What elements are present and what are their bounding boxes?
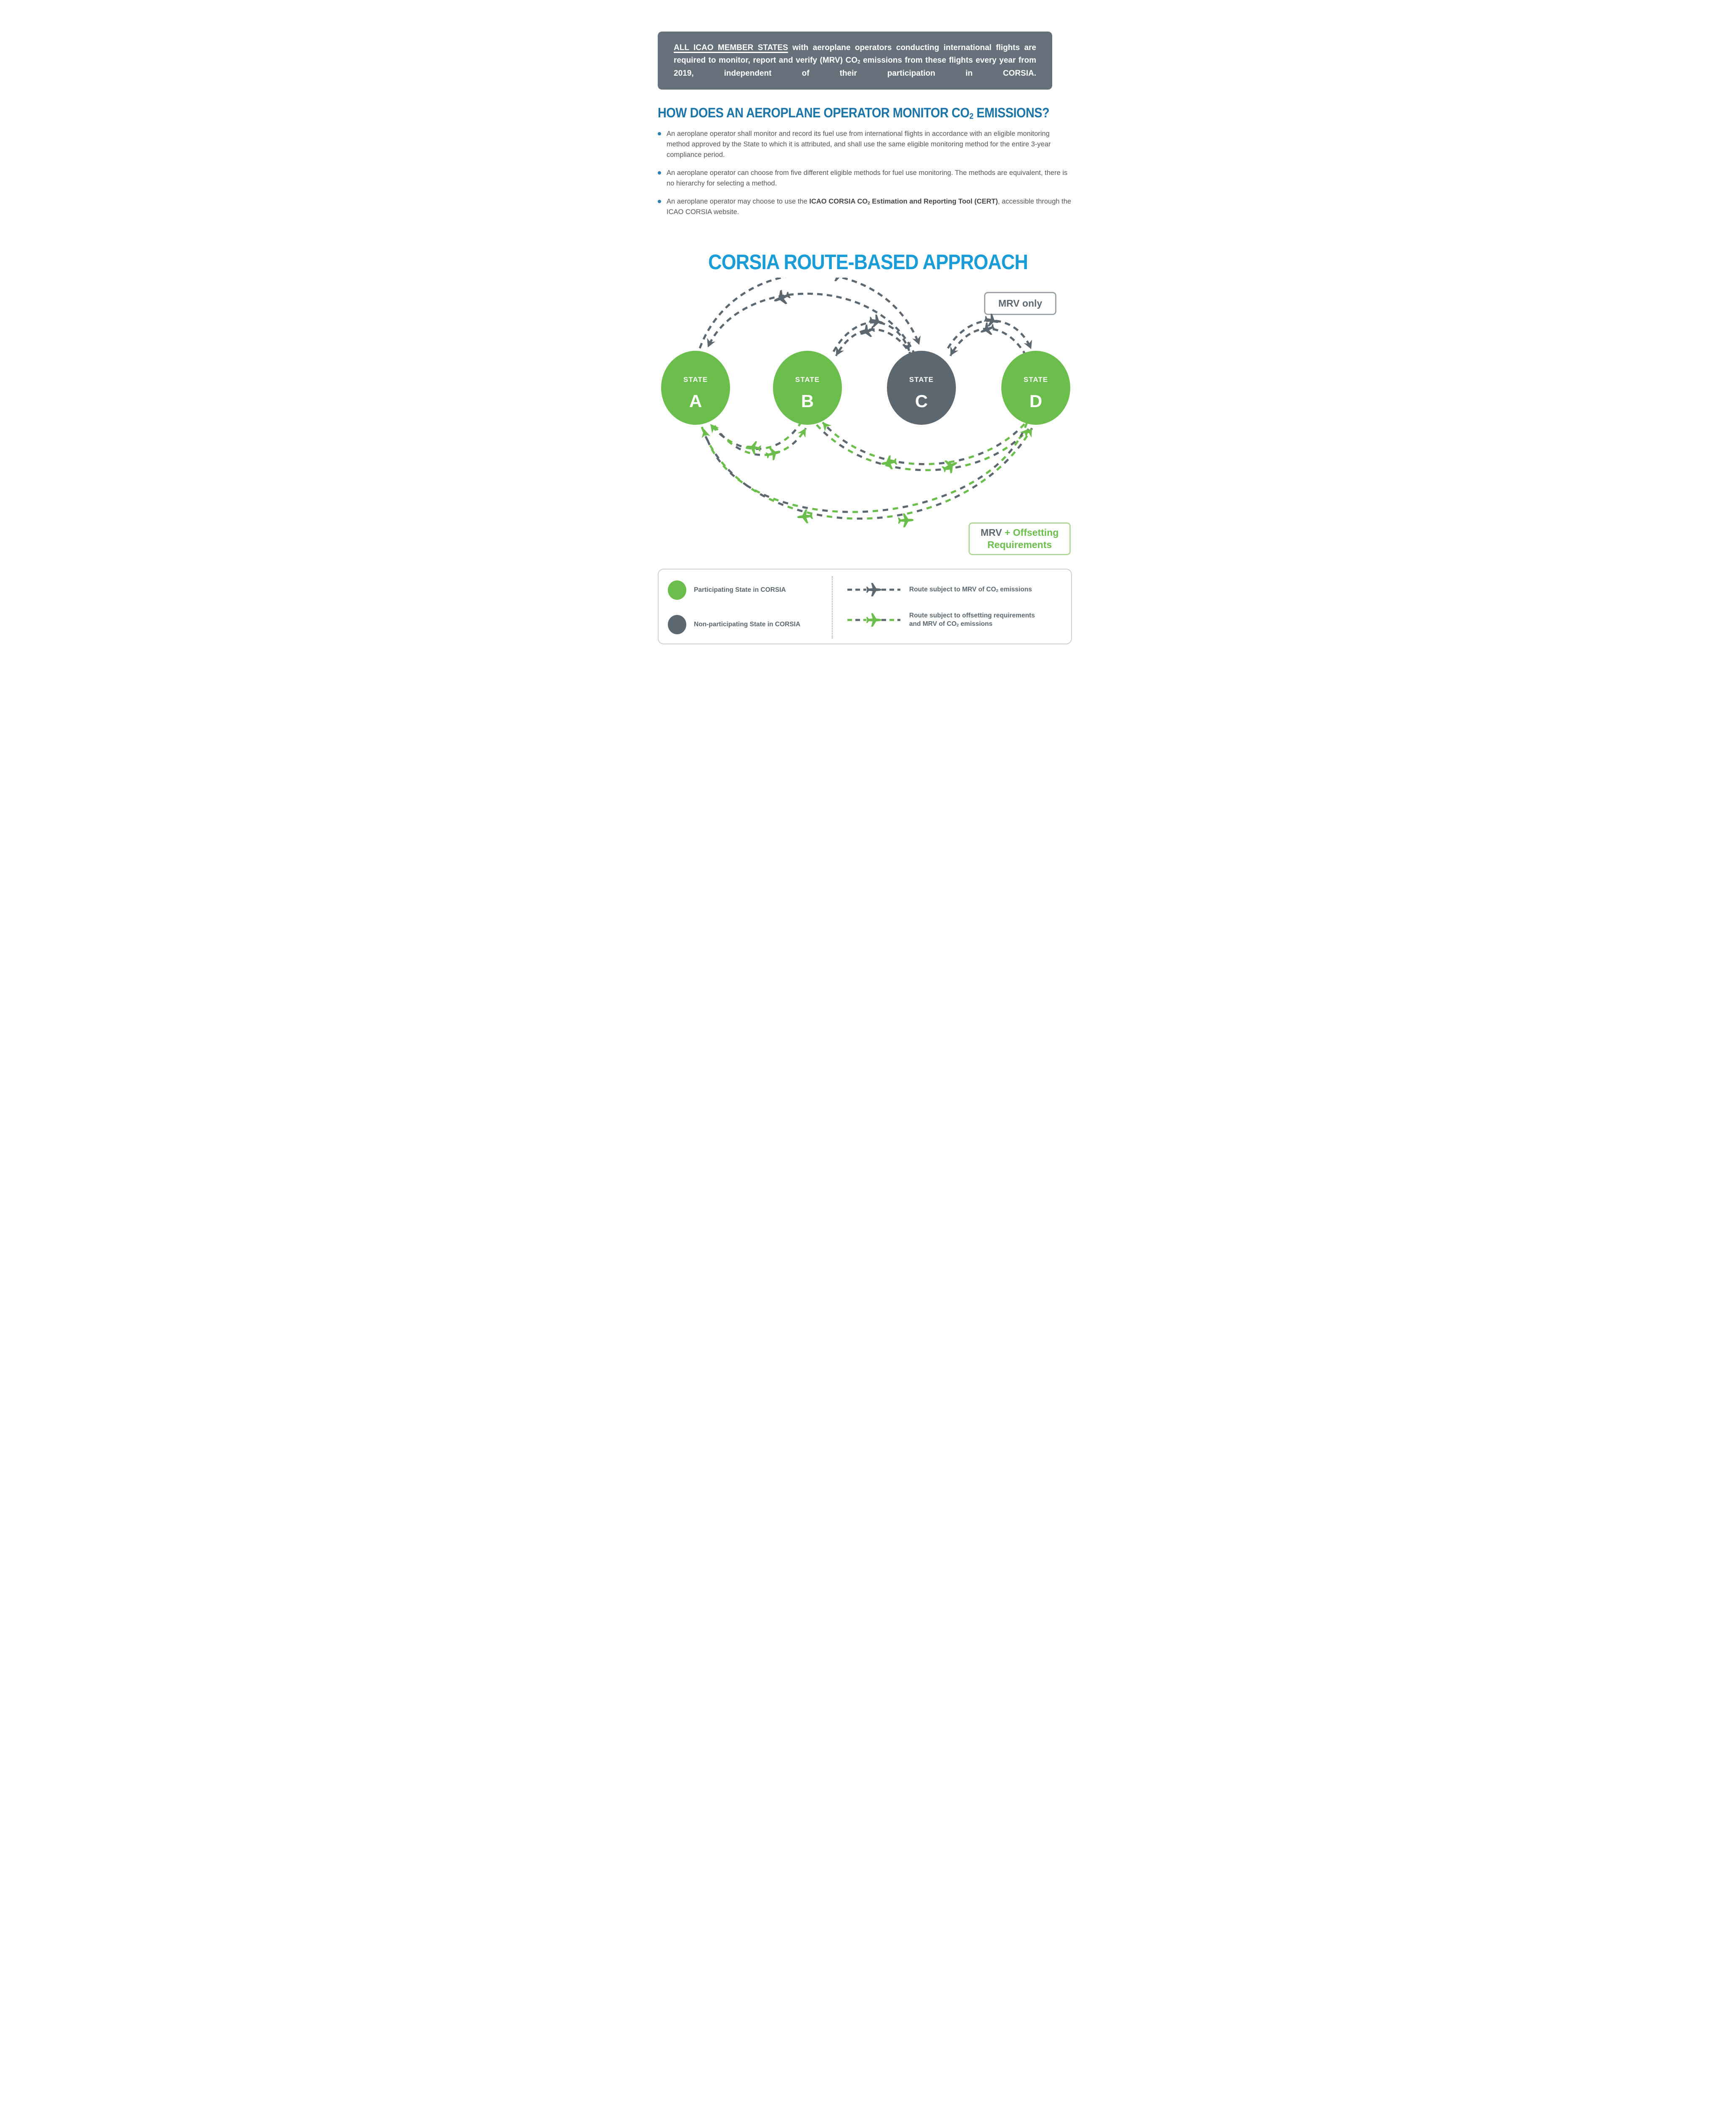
arrowhead-icon <box>707 421 719 434</box>
legend-participating: Participating State in CORSIA <box>668 580 786 600</box>
route-b-to-c <box>832 321 910 352</box>
bullet-item-2: An aeroplane operator can choose from fi… <box>658 168 1072 189</box>
bullet-3-seg1: An aeroplane operator may choose to use … <box>667 198 810 206</box>
state-a-letter: A <box>689 391 702 411</box>
arrowhead-icon <box>912 335 924 347</box>
mrv-route-icon <box>847 583 900 596</box>
diagram-title: CORSIA ROUTE-BASED APPROACH <box>708 250 1028 274</box>
bullet-2-text: An aeroplane operator can choose from fi… <box>667 169 1068 188</box>
legend-route-offsetting-line1: Route subject to offsetting requirements <box>909 612 1035 619</box>
offsetting-route-icon <box>847 613 900 627</box>
legend-route-offsetting-line2-seg1: and MRV of CO <box>909 620 957 628</box>
plane-icon <box>978 320 997 338</box>
mrv-offsetting-line1: MRV + Offsetting <box>981 527 1059 539</box>
state-d-label: STATE <box>1024 376 1048 384</box>
mrv-offsetting-gray-part: MRV <box>980 527 1002 538</box>
mrv-only-label: MRV only <box>998 298 1043 309</box>
bullet-3-co2-subscript: 2 <box>868 201 870 206</box>
legend-route-mrv: Route subject to MRV of CO2 emissions <box>846 581 1032 598</box>
bullet-dot-icon <box>658 200 661 204</box>
banner-highlight: ALL ICAO MEMBER STATES <box>674 43 788 52</box>
route-d-to-a <box>703 422 1028 513</box>
section-heading: HOW DOES AN AEROPLANE OPERATOR MONITOR C… <box>658 105 1050 122</box>
legend-route-offsetting-line2-seg2: emissions <box>958 620 992 628</box>
legend-route-offsetting-line2: and MRV of CO2 emissions <box>909 620 1035 628</box>
heading-text-2: EMISSIONS? <box>973 105 1050 120</box>
bullet-item-3: An aeroplane operator may choose to use … <box>658 196 1072 217</box>
bullet-dot-icon <box>658 171 661 175</box>
arrowhead-icon <box>704 338 715 350</box>
bullet-3-seg2: , accessible through the ICAO CORSIA web… <box>667 198 1072 216</box>
mrv-offsetting-callout: MRV + Offsetting Requirements <box>969 522 1071 555</box>
state-b-letter: B <box>801 391 814 411</box>
state-circle-d: STATE D <box>1001 351 1070 425</box>
route-a-to-c <box>699 278 921 349</box>
legend-route-offsetting-label: Route subject to offsetting requirements… <box>909 612 1035 628</box>
state-d-letter: D <box>1029 391 1042 411</box>
banner-text-1: with aeroplane operators conducting inte… <box>674 43 1036 65</box>
state-circle-c: STATE C <box>887 351 956 425</box>
route-a-to-d <box>701 426 1033 520</box>
state-c-label: STATE <box>909 376 934 384</box>
route-c-to-a <box>707 292 916 356</box>
non-participating-state-icon <box>668 615 686 634</box>
legend-participating-label: Participating State in CORSIA <box>694 586 786 593</box>
banner-text-2: emissions from these flights every year … <box>674 56 1036 78</box>
banner-co2-subscript: 2 <box>857 59 860 65</box>
bullet-list: An aeroplane operator shall monitor and … <box>658 129 1072 225</box>
route-b-to-d <box>816 424 1029 471</box>
bullet-3-bold: ICAO CORSIA CO2 Estimation and Reporting… <box>809 198 998 206</box>
plane-icon <box>940 456 960 476</box>
route-diagram: STATE A STATE B STATE C STATE D <box>661 278 1070 528</box>
legend-separator <box>832 576 833 638</box>
arrowhead-icon <box>1024 339 1035 351</box>
legend-non-participating: Non-participating State in CORSIA <box>668 615 800 634</box>
bullet-1-text: An aeroplane operator shall monitor and … <box>667 130 1051 159</box>
mrv-offsetting-green-part: + Offsetting <box>1002 527 1059 538</box>
page: ALL ICAO MEMBER STATES with aeroplane op… <box>637 0 1099 654</box>
legend-route-offsetting: Route subject to offsetting requirements… <box>846 612 1035 628</box>
bullet-item-1: An aeroplane operator shall monitor and … <box>658 129 1072 160</box>
plane-icon <box>880 454 898 471</box>
participating-state-icon <box>668 580 686 600</box>
state-b-label: STATE <box>795 376 820 384</box>
heading-co2-subscript: 2 <box>969 111 974 121</box>
legend-route-mrv-seg1: Route subject to MRV of CO <box>909 585 996 593</box>
legend-route-offsetting-subscript: 2 <box>956 623 959 628</box>
state-c-letter: C <box>915 391 928 411</box>
legend-non-participating-label: Non-participating State in CORSIA <box>694 620 801 628</box>
bullet-3-bold1: ICAO CORSIA CO <box>809 198 868 206</box>
mrv-only-callout: MRV only <box>984 292 1056 315</box>
bullet-3-bold2: Estimation and Reporting Tool (CERT) <box>870 198 998 206</box>
state-circle-a: STATE A <box>661 351 730 425</box>
legend-route-mrv-subscript: 2 <box>996 588 998 593</box>
state-a-label: STATE <box>683 376 708 384</box>
heading-text-1: HOW DOES AN AEROPLANE OPERATOR MONITOR C… <box>658 105 970 120</box>
route-b-to-a <box>709 421 803 450</box>
mrv-offsetting-line2: Requirements <box>987 539 1052 550</box>
state-circle-b: STATE B <box>773 351 842 425</box>
route-d-to-b <box>822 421 1025 465</box>
route-c-to-d <box>947 319 1032 350</box>
legend: Participating State in CORSIA Non-partic… <box>658 569 1072 644</box>
top-banner: ALL ICAO MEMBER STATES with aeroplane op… <box>658 32 1052 90</box>
legend-route-mrv-label: Route subject to MRV of CO2 emissions <box>909 585 1032 594</box>
bullet-dot-icon <box>658 132 661 135</box>
legend-route-mrv-seg2: emissions <box>998 585 1032 593</box>
bullet-3-text: An aeroplane operator may choose to use … <box>667 196 1072 217</box>
